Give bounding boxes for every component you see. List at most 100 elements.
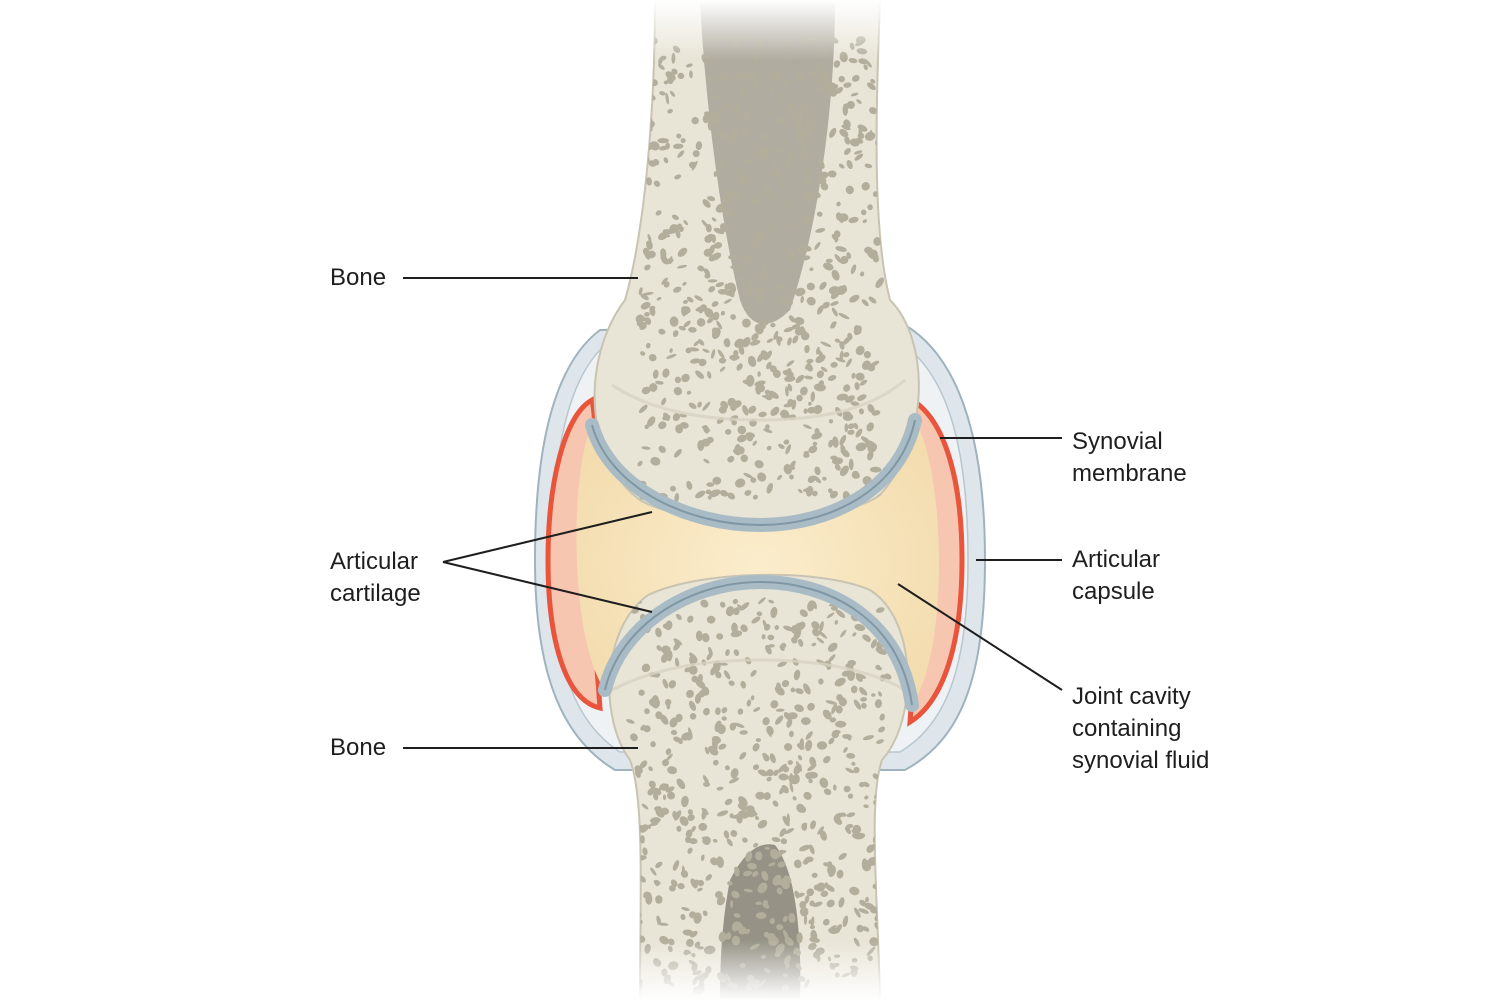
spongy-bone-pore	[708, 286, 716, 293]
spongy-bone-pore	[764, 846, 770, 850]
spongy-bone-pore	[645, 893, 653, 905]
spongy-bone-pore	[807, 475, 816, 483]
spongy-bone-pore	[670, 879, 678, 887]
spongy-bone-pore	[724, 765, 730, 771]
spongy-bone-pore	[649, 305, 656, 310]
spongy-bone-pore	[801, 168, 811, 175]
spongy-bone-pore	[807, 406, 817, 414]
spongy-bone-pore	[750, 669, 757, 677]
spongy-bone-pore	[683, 299, 688, 304]
spongy-bone-pore	[845, 824, 854, 829]
spongy-bone-pore	[677, 150, 685, 158]
spongy-bone-pore	[745, 432, 755, 439]
spongy-bone-pore	[745, 851, 753, 862]
spongy-bone-pore	[800, 386, 808, 396]
spongy-bone-pore	[816, 741, 828, 750]
spongy-bone-pore	[690, 878, 698, 889]
spongy-bone-pore	[646, 72, 653, 78]
spongy-bone-pore	[805, 731, 813, 740]
spongy-bone-pore	[689, 930, 698, 938]
spongy-bone-pore	[838, 897, 845, 908]
spongy-bone-pore	[755, 912, 767, 919]
spongy-bone-pore	[745, 157, 757, 164]
spongy-bone-pore	[854, 382, 860, 391]
spongy-bone-pore	[885, 862, 893, 871]
spongy-bone-pore	[820, 366, 828, 372]
spongy-bone-pore	[804, 894, 810, 904]
spongy-bone-pore	[626, 883, 636, 893]
spongy-bone-pore	[739, 85, 746, 94]
spongy-bone-pore	[787, 337, 792, 346]
spongy-bone-pore	[827, 925, 837, 932]
spongy-bone-pore	[645, 240, 653, 250]
spongy-bone-pore	[755, 791, 765, 800]
spongy-bone-pore	[733, 722, 745, 728]
spongy-bone-pore	[803, 178, 812, 186]
spongy-bone-pore	[809, 114, 815, 120]
spongy-bone-pore	[831, 730, 840, 739]
spongy-bone-pore	[874, 699, 882, 709]
spongy-bone-pore	[868, 296, 877, 304]
spongy-bone-pore	[768, 862, 776, 867]
upper-marrow-cavity	[700, 0, 835, 324]
spongy-bone-pore	[809, 844, 815, 855]
spongy-bone-pore	[752, 764, 760, 771]
spongy-bone-pore	[797, 107, 806, 113]
spongy-bone-pore	[665, 142, 670, 150]
label-articular-cartilage: Articular cartilage	[330, 548, 421, 607]
spongy-bone-pore	[790, 687, 796, 693]
spongy-bone-pore	[811, 432, 823, 440]
spongy-bone-pore	[788, 774, 797, 785]
spongy-bone-pore	[737, 810, 750, 819]
spongy-bone-pore	[713, 170, 721, 177]
spongy-bone-pore	[734, 478, 746, 488]
spongy-bone-pore	[687, 847, 693, 854]
spongy-bone-pore	[681, 906, 690, 912]
spongy-bone-pore	[647, 824, 651, 829]
spongy-bone-pore	[794, 704, 804, 713]
spongy-bone-pore	[644, 317, 652, 325]
spongy-bone-pore	[682, 281, 687, 286]
spongy-bone-pore	[803, 914, 808, 925]
spongy-bone-pore	[634, 765, 643, 774]
spongy-bone-pore	[688, 402, 697, 409]
spongy-bone-pore	[878, 726, 886, 733]
spongy-bone-pore	[695, 306, 707, 312]
spongy-bone-pore	[782, 369, 791, 376]
spongy-bone-pore	[794, 287, 806, 297]
spongy-bone-pore	[782, 224, 790, 229]
spongy-bone-pore	[717, 349, 725, 359]
spongy-bone-pore	[725, 649, 730, 657]
spongy-bone-pore	[843, 82, 852, 88]
spongy-bone-pore	[669, 316, 679, 327]
spongy-bone-pore	[759, 286, 765, 293]
spongy-bone-pore	[839, 434, 847, 446]
spongy-bone-pore	[813, 405, 823, 415]
spongy-bone-pore	[787, 760, 793, 765]
spongy-bone-pore	[778, 283, 787, 290]
spongy-bone-pore	[789, 782, 794, 793]
spongy-bone-pore	[843, 148, 851, 155]
spongy-bone-pore	[700, 599, 709, 608]
spongy-bone-pore	[769, 73, 778, 82]
spongy-bone-pore	[789, 267, 796, 276]
spongy-bone-pore	[783, 326, 794, 333]
spongy-bone-pore	[713, 227, 725, 235]
spongy-bone-pore	[850, 264, 857, 275]
spongy-bone-pore	[680, 138, 686, 144]
spongy-bone-pore	[674, 174, 682, 180]
spongy-bone-pore	[725, 282, 735, 290]
spongy-bone-pore	[718, 406, 727, 414]
spongy-bone-pore	[762, 752, 769, 760]
spongy-bone-pore	[855, 674, 863, 682]
spongy-bone-pore	[864, 163, 873, 169]
spongy-bone-pore	[788, 315, 796, 323]
spongy-bone-pore	[648, 354, 657, 362]
spongy-bone-pore	[713, 242, 723, 249]
spongy-bone-pore	[752, 494, 758, 500]
spongy-bone-pore	[834, 620, 839, 625]
spongy-bone-pore	[855, 372, 865, 381]
spongy-bone-pore	[645, 342, 651, 349]
spongy-bone-pore	[656, 915, 662, 926]
spongy-bone-pore	[679, 422, 689, 429]
